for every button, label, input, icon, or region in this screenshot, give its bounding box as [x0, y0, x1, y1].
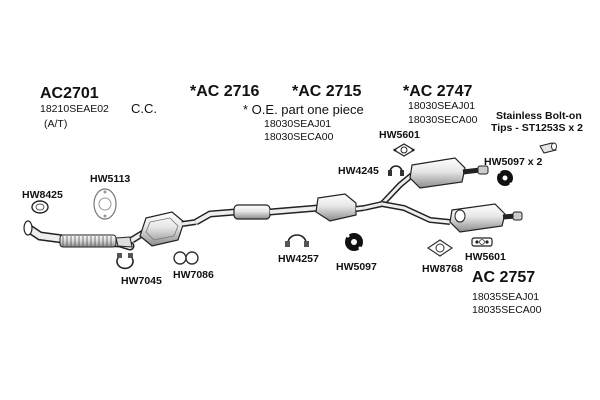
hw4257-label: HW4257 [278, 253, 319, 265]
flange-icon [93, 188, 117, 220]
oe-number-ac2747-1: 18030SEAJ01 [408, 100, 476, 112]
hw5113-label: HW5113 [90, 173, 131, 185]
part-number-ac2747: *AC 2747 [403, 83, 473, 100]
part-number-ac2715: *AC 2715 [292, 83, 362, 100]
hanger-icon [173, 251, 199, 265]
gasket-icon [426, 239, 454, 257]
oe-number-ac2757-2: 18035SECA00 [472, 304, 542, 316]
muffler-icon [449, 203, 523, 233]
hw5097-label: HW5097 [336, 261, 377, 273]
part-number-ac2757: AC 2757 [472, 269, 536, 286]
oe-number-ac2747-2: 18030SECA00 [408, 114, 478, 126]
front-pipe-icon [23, 220, 135, 251]
exhaust-tip-icon [539, 142, 557, 154]
intermediate-pipe-icon [194, 208, 236, 226]
flange-icon [471, 237, 493, 247]
hw5601-top-label: HW5601 [379, 129, 420, 141]
part-number-ac2701: AC2701 [40, 85, 99, 102]
hanger-icon [388, 165, 404, 176]
catalytic-converter-icon [130, 211, 197, 247]
flange-icon [392, 143, 416, 157]
hw7045-label: HW7045 [121, 275, 162, 287]
oe-number-ac2757-1: 18035SEAJ01 [472, 291, 540, 303]
stainless-tips-line1: Stainless Bolt-on [496, 110, 582, 122]
clamp-icon [285, 234, 309, 247]
hanger-icon [345, 233, 363, 251]
oe-number-ac2701: 18210SEAE02 [40, 103, 109, 115]
hanger-icon [497, 170, 513, 186]
y-pipe-icon [363, 172, 451, 225]
oe-note: * O.E. part one piece [243, 102, 364, 117]
hw7086-label: HW7086 [173, 269, 214, 281]
hw5601-bottom-label: HW5601 [465, 251, 506, 263]
part-number-ac2716: *AC 2716 [190, 83, 260, 100]
hw4245-label: HW4245 [338, 165, 379, 177]
hw8425-label: HW8425 [22, 189, 63, 201]
muffler-icon [409, 157, 489, 189]
ac2701-note: (A/T) [44, 118, 68, 130]
stainless-tips-line2: Tips - ST1253S x 2 [491, 122, 584, 134]
clamp-icon [116, 253, 134, 270]
cc-label: C.C. [131, 101, 157, 116]
resonator-icon [233, 193, 365, 222]
gasket-icon [31, 200, 49, 214]
hw5097x2-label: HW5097 x 2 [484, 156, 543, 168]
hw8768-label: HW8768 [422, 263, 463, 275]
oe-number-ac2715-1: 18030SEAJ01 [264, 118, 332, 130]
oe-number-ac2715-2: 18030SECA00 [264, 131, 334, 143]
